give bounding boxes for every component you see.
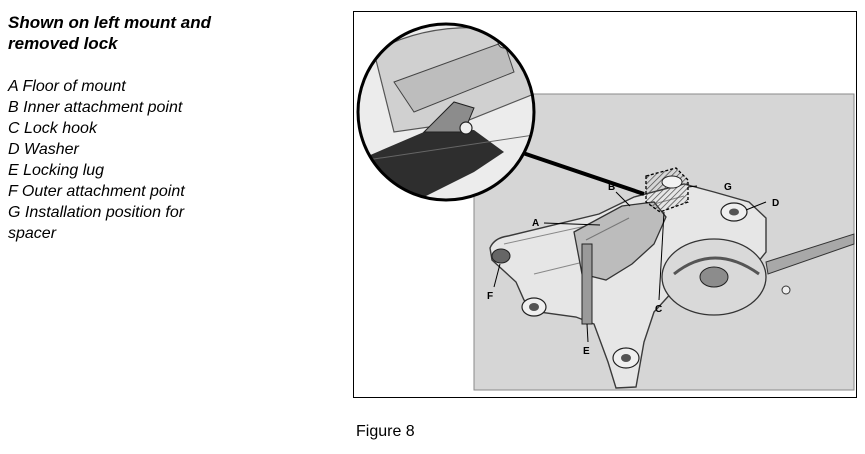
lock-mount-illustration: B A G D F C E	[356, 22, 855, 391]
outer-attachment-hole	[491, 248, 511, 264]
legend-item-a: A Floor of mount	[8, 78, 126, 95]
legend-item-e: E Locking lug	[8, 162, 105, 179]
callout-c: C	[655, 304, 662, 315]
callout-g: G	[724, 182, 732, 193]
legend-list: A Floor of mount B Inner attachment poin…	[8, 76, 338, 244]
legend-title-line-1: Shown on left mount and	[8, 13, 212, 32]
figure-frame: B A G D F C E	[353, 11, 857, 398]
callout-a: A	[532, 218, 539, 229]
mount-bracket	[489, 183, 767, 389]
legend-item-g: G Installation position for	[8, 204, 185, 221]
legend-item-d: D Washer	[8, 141, 79, 158]
callout-e: E	[583, 346, 590, 357]
cable-rod	[765, 233, 855, 275]
callout-f: F	[487, 291, 493, 302]
legend-item-b: B Inner attachment point	[8, 99, 183, 116]
locking-lug	[581, 243, 593, 325]
legend: Shown on left mount and removed lock A F…	[8, 12, 338, 244]
legend-title: Shown on left mount and removed lock	[8, 12, 338, 54]
callout-d: D	[772, 198, 779, 209]
legend-item-c: C Lock hook	[8, 120, 97, 137]
leader-lines	[493, 185, 767, 343]
legend-item-g-continued: spacer	[8, 225, 57, 242]
figure-caption: Figure 8	[356, 423, 415, 440]
legend-title-line-2: removed lock	[8, 34, 118, 53]
zoom-detail	[356, 22, 536, 202]
callout-b: B	[608, 182, 615, 193]
legend-item-f: F Outer attachment point	[8, 183, 185, 200]
zoom-connector	[513, 148, 645, 196]
